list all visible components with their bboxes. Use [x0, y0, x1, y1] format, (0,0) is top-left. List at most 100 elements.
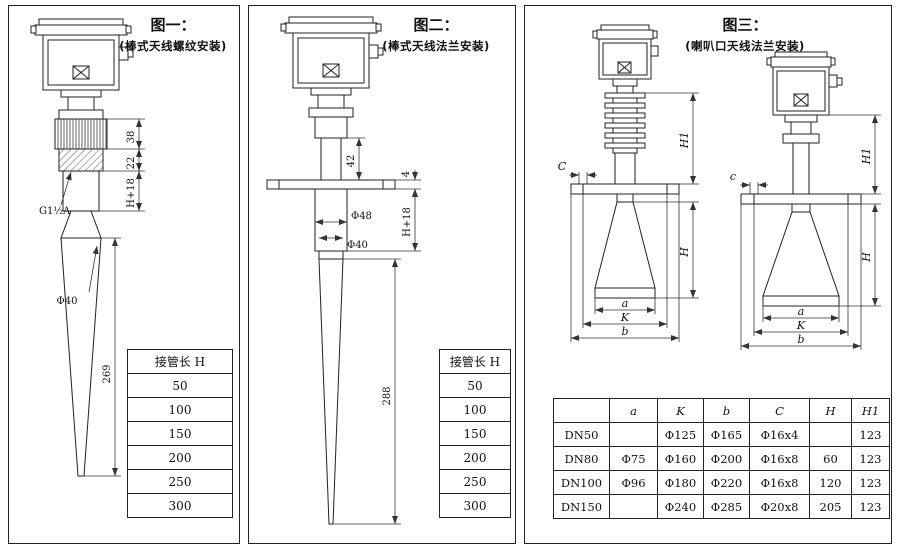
table-header-row: a K b C H H1 [553, 398, 890, 423]
dim-k-left: K [620, 311, 630, 324]
spec-value [609, 422, 658, 447]
table-row: DN150 Φ240 Φ285 Φ20x8 205 123 [553, 494, 890, 519]
spec-value: 60 [809, 446, 852, 471]
table-row: 200 [127, 445, 233, 470]
figure-3-drawing: H1 H C a K b [558, 24, 881, 350]
spec-col-header: C [749, 398, 810, 423]
sleeve [62, 170, 100, 212]
pipe-length-value: 200 [439, 445, 511, 470]
transmitter-head [30, 18, 134, 91]
spec-value: Φ16x8 [749, 470, 810, 495]
figure-2-subtitle: (棒式天线法兰安装) [382, 39, 490, 53]
dn-size-label: DN80 [553, 446, 610, 471]
figure-1-drawing: 38 22 H+18 269 Φ40 G1½A [30, 18, 145, 477]
threaded-process-connection [54, 89, 108, 212]
rod-antenna [60, 210, 102, 477]
figure-1-dimension-labels: 38 22 H+18 269 Φ40 G1½A [39, 131, 137, 384]
figure-1-subtitle: (棒式天线螺纹安装) [119, 39, 227, 53]
dim-nut-height: 38 [126, 131, 137, 144]
spec-col-header: K [657, 398, 704, 423]
table-row: 250 [439, 469, 511, 494]
horn [762, 211, 840, 307]
table-row: 150 [439, 421, 511, 446]
dim-thread-spec: G1½A [39, 206, 71, 217]
dim-a-right: a [798, 305, 805, 318]
table-row: 50 [127, 373, 233, 398]
dim-b-left: b [621, 325, 628, 338]
spec-value: Φ180 [657, 470, 704, 495]
dim-stem-height: 42 [346, 155, 357, 168]
table-row: 200 [439, 445, 511, 470]
spec-value: Φ285 [703, 494, 750, 519]
dim-h-right: H [860, 252, 873, 263]
cable-gland [650, 45, 659, 57]
pipe-table-header: 接管长 H [439, 349, 511, 374]
housing [42, 34, 120, 91]
figure-3-left-dimension-lines [569, 92, 699, 342]
horn-antenna-small [570, 24, 680, 299]
spec-value: 123 [851, 494, 890, 519]
pipe-length-table-fig1: 接管长 H 50 100 150 200 250 300 [127, 349, 233, 518]
dim-h1-left: H1 [678, 132, 691, 150]
figure-2-title: 图二： [413, 16, 459, 34]
sleeve [314, 188, 348, 252]
spec-value [609, 494, 658, 519]
figure-3-caption: 图三： (喇叭口天线法兰安装) [645, 14, 845, 54]
dim-a-left: a [622, 297, 629, 310]
pipe-length-value: 250 [127, 469, 233, 494]
spec-col-header: H [809, 398, 852, 423]
pipe-length-value: 300 [127, 493, 233, 518]
spec-value: Φ16x8 [749, 446, 810, 471]
figure-3-right-dimension-lines [740, 114, 881, 350]
dim-rod-diameter: Φ40 [347, 240, 368, 251]
pipe-length-value: 250 [439, 469, 511, 494]
dim-flange-thickness: 4 [401, 171, 412, 177]
table-row: 250 [127, 469, 233, 494]
table-row: DN50 Φ125 Φ165 Φ16x4 123 [553, 422, 890, 447]
dim-sleeve-height: H+18 [402, 207, 413, 237]
dn-size-label: DN100 [553, 470, 610, 495]
cable-gland [828, 74, 838, 88]
spec-value: 120 [809, 470, 852, 495]
hex-nut [54, 118, 108, 150]
dim-thread-height: 22 [126, 157, 137, 170]
dim-rod-length: 288 [382, 386, 393, 405]
pipe-length-value: 150 [127, 421, 233, 446]
pipe-length-table-fig2: 接管长 H 50 100 150 200 250 300 [439, 349, 511, 518]
table-row: 100 [127, 397, 233, 422]
flange [570, 183, 680, 195]
figure-2-drawing: 42 4 H+18 Φ48 Φ40 288 [266, 16, 421, 525]
horn-antenna-large [740, 51, 862, 307]
spec-value: 205 [809, 494, 852, 519]
spec-value: Φ125 [657, 422, 704, 447]
rod-antenna [318, 258, 344, 525]
spec-col-header: b [703, 398, 750, 423]
flange-spec-table: a K b C H H1 DN50 Φ125 Φ165 Φ16x4 123 [553, 398, 890, 519]
pipe-length-value: 50 [127, 373, 233, 398]
figure-1-title: 图一： [150, 16, 196, 34]
pipe-length-value: 200 [127, 445, 233, 470]
panel-figure-2: 42 4 H+18 Φ48 Φ40 288 图二： (棒式天线法兰安装) 接管长… [248, 5, 516, 544]
figure-3-title: 图三： [722, 16, 768, 34]
transmitter-head [280, 16, 384, 89]
spec-value: 123 [851, 422, 890, 447]
spec-value: Φ96 [609, 470, 658, 495]
spec-value: 123 [851, 446, 890, 471]
table-row: 150 [127, 421, 233, 446]
dn-size-label: DN150 [553, 494, 610, 519]
spec-col-header [553, 398, 610, 423]
spec-value: Φ220 [703, 470, 750, 495]
table-row: 50 [439, 373, 511, 398]
dim-rod-diameter: Φ40 [57, 296, 78, 307]
stem [320, 137, 342, 181]
bellows [604, 92, 646, 154]
spec-value [809, 422, 852, 447]
figure-3-subtitle: (喇叭口天线法兰安装) [685, 39, 805, 53]
table-row: 100 [439, 397, 511, 422]
spec-value: 123 [851, 470, 890, 495]
table-row: DN100 Φ96 Φ180 Φ220 Φ16x8 120 123 [553, 470, 890, 495]
housing [772, 66, 830, 116]
table-row: DN80 Φ75 Φ160 Φ200 Φ16x8 60 123 [553, 446, 890, 471]
panel-figure-1: 38 22 H+18 269 Φ40 G1½A 图一： (棒式天线螺纹安装) 接… [8, 5, 240, 544]
